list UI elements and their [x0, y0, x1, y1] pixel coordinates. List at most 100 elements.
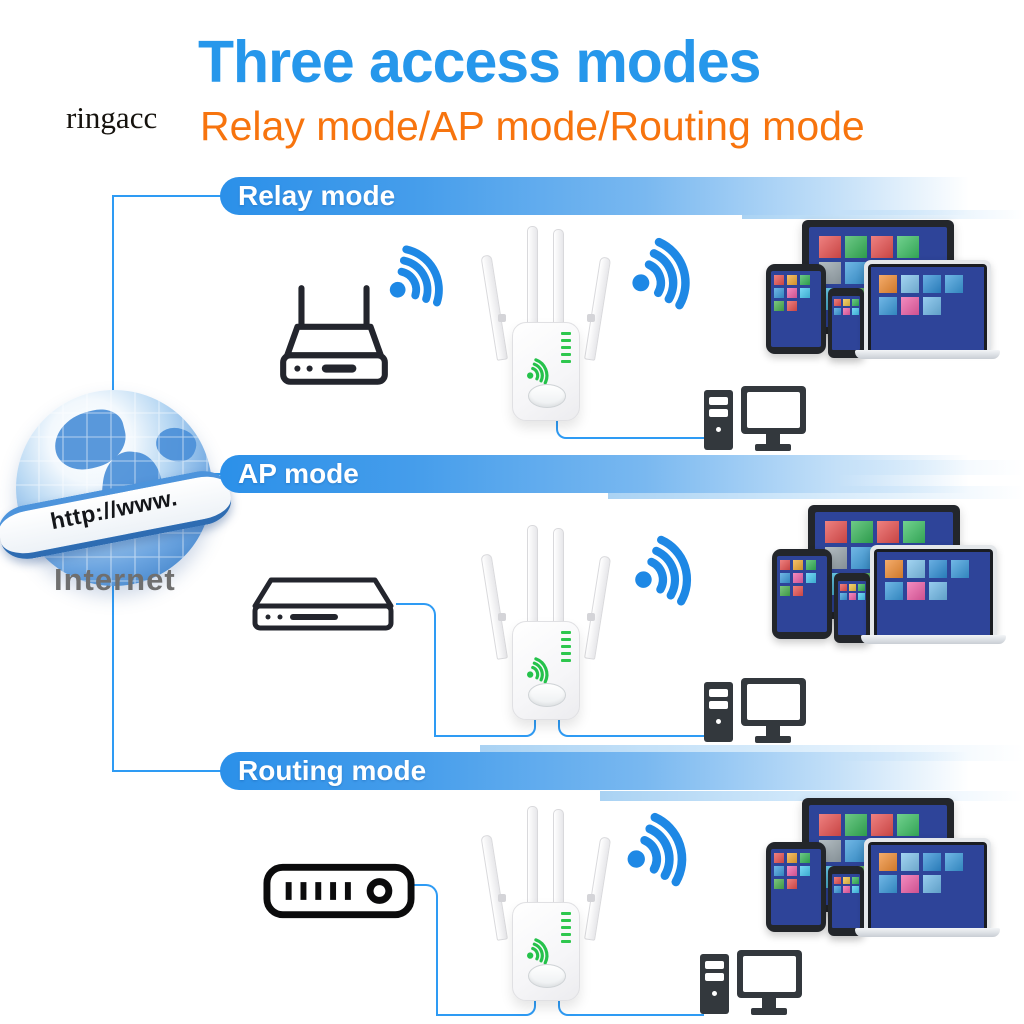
repeater-antenna: [480, 834, 508, 941]
tower-button: [716, 719, 721, 724]
laptop-base: [855, 928, 1000, 937]
pc-tower: [704, 682, 733, 742]
tablet-screen: [777, 556, 827, 632]
desktop-pc-icon: [704, 386, 808, 452]
repeater-device: [480, 525, 612, 725]
wifi-signal-icon: [618, 523, 716, 621]
pc-monitor-base: [755, 444, 791, 451]
phone-device: [828, 866, 864, 936]
client-devices-cluster: [772, 505, 1006, 653]
tablet-device: [766, 842, 826, 932]
modem-icon: [252, 577, 394, 631]
phone-screen: [832, 874, 860, 928]
connector-line: [112, 770, 222, 772]
tower-slot: [709, 409, 728, 417]
tile-grid: [879, 853, 980, 924]
section-label: AP mode: [238, 458, 359, 489]
laptop-bezel: [868, 264, 987, 350]
tower-button: [716, 427, 721, 432]
repeater-body: [512, 902, 580, 1001]
antenna-hinge: [587, 613, 595, 621]
brand-watermark: ringacc: [66, 100, 158, 135]
wps-button: [528, 384, 566, 408]
desktop-pc-icon: [700, 950, 804, 1016]
connector-line: [558, 718, 706, 737]
section-label: Relay mode: [238, 180, 396, 211]
phone-device: [828, 288, 864, 358]
phone-screen: [838, 581, 866, 635]
section-banner-routing: Routing mode: [220, 752, 992, 790]
repeater-antenna: [584, 555, 612, 660]
tower-slot: [709, 397, 728, 405]
pc-monitor: [741, 678, 806, 726]
repeater-body: [512, 621, 580, 720]
laptop-bezel: [868, 842, 987, 928]
pc-monitor-stand: [766, 434, 780, 444]
pc-monitor-base: [751, 1008, 787, 1015]
page-title: Three access modes: [198, 29, 761, 95]
antenna-hinge: [587, 314, 595, 322]
tile-grid: [774, 275, 820, 345]
tile-grid: [834, 877, 859, 926]
wifi-signal-icon: [609, 799, 712, 902]
laptop-base: [861, 635, 1006, 644]
repeater-antenna: [480, 553, 508, 660]
laptop-lid: [864, 838, 991, 928]
led-indicators: [561, 912, 571, 947]
tablet-device: [766, 264, 826, 354]
antenna-hinge: [498, 894, 506, 902]
tile-grid: [774, 853, 820, 923]
wps-button: [528, 964, 566, 988]
laptop-base: [855, 350, 1000, 359]
wifi-signal-icon: [615, 225, 716, 326]
repeater-antenna: [553, 809, 564, 907]
repeater-device: [480, 806, 612, 1006]
pc-screen: [743, 956, 796, 992]
connector-line: [112, 195, 222, 197]
desktop-pc-icon: [704, 678, 808, 744]
page-subtitle: Relay mode/AP mode/Routing mode: [200, 103, 865, 149]
led-indicators: [561, 332, 571, 367]
laptop-bezel: [874, 549, 993, 635]
internet-label: Internet: [54, 562, 176, 597]
tile-grid: [879, 275, 980, 346]
tile-grid: [834, 299, 859, 348]
repeater-antenna: [527, 525, 538, 626]
tower-slot: [709, 689, 728, 697]
tower-slot: [705, 961, 724, 969]
repeater-antenna: [584, 836, 612, 941]
wps-button: [528, 683, 566, 707]
tablet-screen: [771, 271, 821, 347]
tile-grid: [840, 584, 865, 633]
tower-slot: [709, 701, 728, 709]
connector-line: [396, 603, 436, 737]
pc-monitor: [737, 950, 802, 998]
pc-monitor: [741, 386, 806, 434]
repeater-antenna: [584, 256, 612, 361]
pc-tower: [704, 390, 733, 450]
pc-tower: [700, 954, 729, 1014]
internet-globe: http://www. Internet: [0, 390, 236, 605]
led-indicators: [561, 631, 571, 666]
connector-line: [414, 884, 438, 1016]
pc-monitor-stand: [766, 726, 780, 736]
pc-monitor-stand: [762, 998, 776, 1008]
repeater-antenna: [480, 254, 508, 361]
photo-strip: [600, 791, 1024, 801]
tablet-device: [772, 549, 832, 639]
client-devices-cluster: [766, 220, 1000, 368]
repeater-device: [480, 226, 612, 426]
tile-grid: [885, 560, 986, 631]
connector-line: [434, 720, 536, 737]
laptop-screen: [877, 552, 990, 635]
wireless-router-icon: [280, 285, 388, 385]
section-banner-relay: Relay mode: [220, 177, 992, 215]
antenna-hinge: [498, 314, 506, 322]
tower-slot: [705, 973, 724, 981]
laptop-lid: [870, 545, 997, 635]
phone-screen: [832, 296, 860, 350]
repeater-antenna: [527, 806, 538, 907]
antenna-hinge: [498, 613, 506, 621]
repeater-body: [512, 322, 580, 421]
